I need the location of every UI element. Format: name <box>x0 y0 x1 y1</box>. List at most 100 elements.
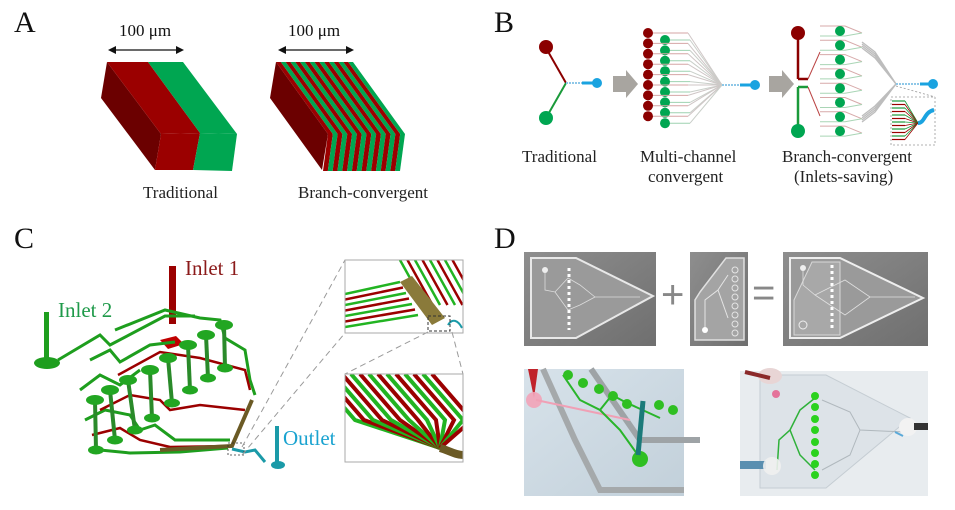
inset-channel <box>904 118 919 124</box>
inlet-green-dot <box>835 54 845 65</box>
stripe-top <box>290 62 348 134</box>
branch-green <box>820 61 863 66</box>
inlet-green-dot <box>660 87 670 97</box>
inlet-green-dot <box>539 111 553 125</box>
channel-red <box>687 84 723 107</box>
inset-stripe-left <box>345 313 419 329</box>
branch-red <box>820 97 863 105</box>
multi-channel-convergent <box>643 28 760 129</box>
photo-base-chip <box>524 252 656 346</box>
inset-outlet-bundle <box>438 444 463 459</box>
pillar-top <box>159 353 177 363</box>
stripe-front <box>327 134 338 171</box>
inlet2-label: Inlet 2 <box>58 298 112 322</box>
photo-cover-piece <box>690 252 748 346</box>
pillar-base <box>127 425 143 435</box>
branch-convergent-network <box>791 25 938 146</box>
caption-multi-channel-line1: Multi-channel <box>640 147 737 166</box>
panel-letter-b: B <box>494 6 514 39</box>
stripe-front <box>385 134 396 171</box>
channel-green <box>689 50 723 86</box>
pillar <box>126 379 137 431</box>
inset-stripe-top <box>413 260 442 306</box>
caption-multi-channel-line2: convergent <box>648 167 723 186</box>
stripe-front <box>395 134 405 171</box>
caption-traditional-a: Traditional <box>143 183 218 202</box>
pillar <box>186 344 192 391</box>
pillar-base <box>217 363 233 373</box>
plus-sign: + <box>661 273 684 317</box>
pillar <box>166 357 174 404</box>
panel-letter-a: A <box>14 6 36 39</box>
branch-green <box>820 104 863 108</box>
pillar-top <box>101 385 119 395</box>
pillar <box>93 399 98 451</box>
channel-green <box>689 81 723 86</box>
pillar-base <box>164 398 180 408</box>
stripe-top <box>300 62 357 134</box>
inlet-red-dot <box>643 28 653 38</box>
inset-zoom-2 <box>344 373 464 463</box>
inset-stripe-top <box>451 260 463 282</box>
inlet-green-dot <box>660 35 670 45</box>
branch-red <box>820 39 863 48</box>
inset-stripe-top <box>436 260 463 306</box>
panel-d: D + = <box>494 222 928 496</box>
pillar-base <box>107 435 123 445</box>
arrow-right-icon <box>613 70 638 98</box>
stripe-top <box>343 62 401 134</box>
pillar-base <box>88 445 104 455</box>
inset-channel <box>904 121 919 124</box>
inlet2-channel <box>57 314 195 362</box>
inlet-green-dot <box>835 68 845 79</box>
green-channel <box>84 408 230 442</box>
branch-red <box>820 82 863 91</box>
inlet-green-dot <box>835 97 845 108</box>
inlet-green-dot <box>835 111 845 122</box>
inset-stripe <box>430 374 463 450</box>
stripe-front <box>375 134 386 171</box>
pillar-top <box>119 375 137 385</box>
inlet-green-dot <box>660 45 670 56</box>
inset-channel <box>904 122 919 126</box>
pillar-top <box>215 320 233 330</box>
stripe-front <box>380 134 391 171</box>
photo-chip-fluorescent-top <box>740 368 928 496</box>
outlet-blue-dot <box>750 80 760 90</box>
stripe-top <box>338 62 396 134</box>
inset-stripe-left <box>345 302 413 318</box>
pillar-top <box>86 395 104 405</box>
stripe-top <box>333 62 391 134</box>
zoom-guides <box>241 259 464 456</box>
stripe-front <box>356 134 367 171</box>
inlet2-base <box>34 357 60 369</box>
caption-branch-convergent-line2: (Inlets-saving) <box>794 167 893 186</box>
inset-outlet <box>447 319 463 329</box>
stripe-top <box>314 62 372 134</box>
inlet-red-dot <box>643 90 653 101</box>
panel-a: A 100 μm Traditional 100 μm Bran <box>14 6 428 202</box>
channel-red <box>687 74 723 86</box>
stripe-front <box>371 134 381 171</box>
scale-label-left: 100 μm <box>119 21 171 40</box>
inset-stripe <box>394 374 442 449</box>
inlet-green-dot <box>835 40 845 51</box>
photo-chip-fluorescent-angled <box>524 367 700 496</box>
channel-red <box>687 84 723 96</box>
panel-b: B Traditional Multi-channel convergent B… <box>494 6 938 186</box>
channel-red <box>687 63 723 86</box>
zoom-guide <box>895 85 936 98</box>
outlet-base <box>271 461 285 469</box>
inlet-red-dot <box>643 59 653 70</box>
inset-stripe-top <box>428 260 457 306</box>
stripe-top <box>276 62 333 134</box>
inset-channel <box>904 122 919 133</box>
inlet1-label: Inlet 1 <box>185 256 239 280</box>
traditional-y-junction <box>539 40 602 125</box>
outlet-pillar <box>275 426 279 464</box>
stripe-front <box>347 134 357 171</box>
inlet-red-dot <box>643 80 653 90</box>
outlet-blue-dot <box>592 78 602 88</box>
converge-bundle <box>861 47 897 85</box>
